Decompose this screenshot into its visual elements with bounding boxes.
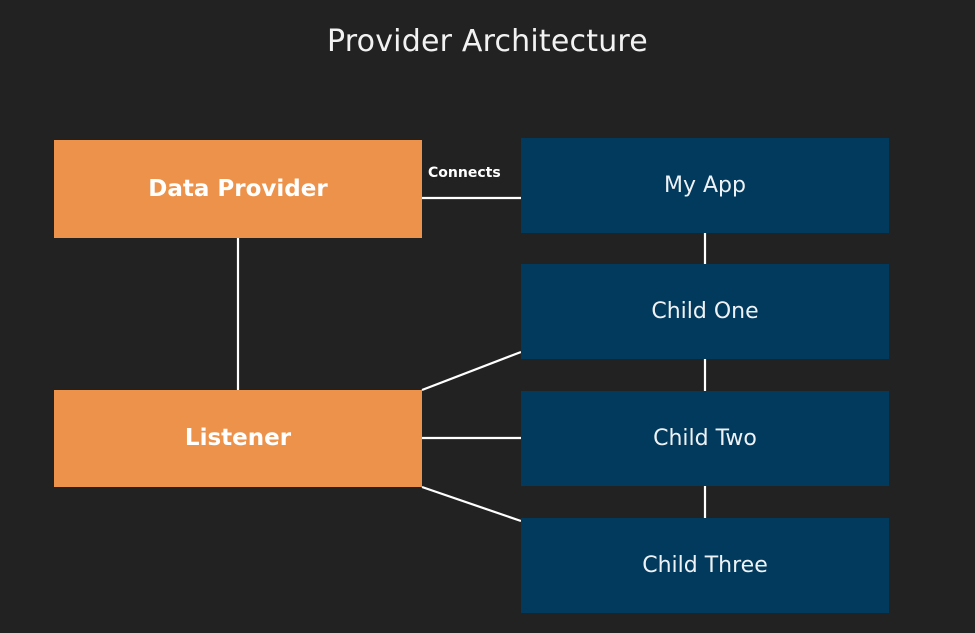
node-label-my-app: My App [664, 172, 746, 198]
node-child-two[interactable]: Child Two [521, 391, 889, 486]
node-label-listener: Listener [184, 425, 292, 452]
node-label-child-three: Child Three [642, 552, 768, 578]
node-label-child-two: Child Two [653, 425, 757, 451]
node-label-data-provider: Data Provider [148, 175, 328, 202]
diagram-title: Provider Architecture [327, 24, 648, 59]
edge-label-connects-label: Connects [425, 164, 504, 182]
node-child-one[interactable]: Child One [521, 264, 889, 359]
node-listener[interactable]: Listener [54, 390, 422, 487]
edge-listener-to-childthree [421, 485, 522, 523]
node-label-child-one: Child One [651, 298, 759, 324]
node-data-provider[interactable]: Data Provider [54, 140, 422, 238]
node-child-three[interactable]: Child Three [521, 518, 889, 613]
node-my-app[interactable]: My App [521, 138, 889, 233]
edge-listener-to-childone [421, 350, 522, 392]
